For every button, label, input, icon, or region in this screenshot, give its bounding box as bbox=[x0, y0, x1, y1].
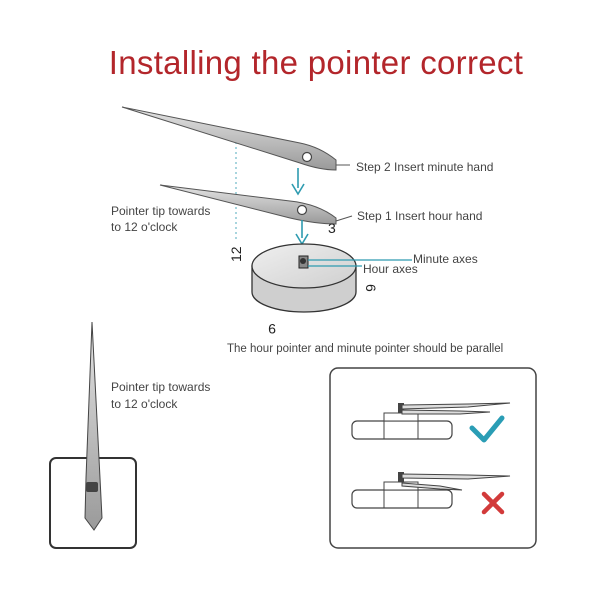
vertical-pointer-hand bbox=[84, 321, 103, 531]
page-title: Installing the pointer correct bbox=[108, 44, 524, 81]
step1-label: Step 1 Insert hour hand bbox=[357, 209, 483, 223]
cross-icon bbox=[481, 491, 505, 515]
step2-label: Step 2 Insert minute hand bbox=[356, 160, 494, 174]
non-parallel-hands-wrong-example bbox=[351, 472, 511, 509]
dial-number-6: 6 bbox=[363, 284, 379, 292]
comparison-box bbox=[329, 367, 537, 549]
pointer-tip-note-left-line2: to 12 o'clock bbox=[111, 397, 178, 411]
dial-number-12: 12 bbox=[228, 246, 244, 262]
callout-line bbox=[335, 215, 353, 222]
minute-hand bbox=[121, 106, 337, 171]
pointer-tip-note-top-line1: Pointer tip towards bbox=[111, 204, 211, 218]
pointer-tip-note-left-line1: Pointer tip towards bbox=[111, 380, 211, 394]
check-icon bbox=[469, 415, 505, 443]
pointer-tip-note-top-line2: to 12 o'clock bbox=[111, 220, 178, 234]
hour-axes-label: Hour axes bbox=[363, 262, 418, 276]
minute-axes-label: Minute axes bbox=[413, 252, 478, 266]
parallel-hands-correct-example bbox=[351, 402, 511, 440]
dial-number-3: 3 bbox=[328, 220, 336, 236]
dial-number-9: 9 bbox=[268, 321, 276, 337]
clock-movement-disc bbox=[251, 243, 357, 313]
arrow-down-icon bbox=[291, 168, 305, 196]
arrow-down-icon bbox=[295, 220, 309, 246]
parallel-note: The hour pointer and minute pointer shou… bbox=[227, 343, 504, 355]
